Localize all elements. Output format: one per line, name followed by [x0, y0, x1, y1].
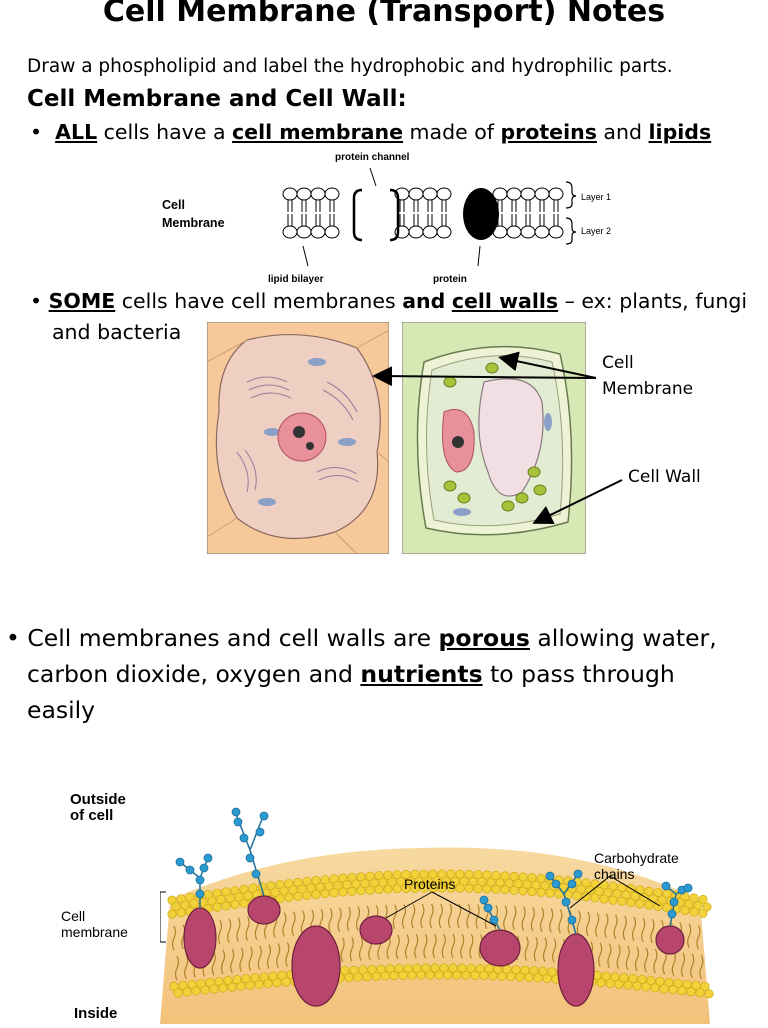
section-heading: Cell Membrane and Cell Wall:: [27, 86, 407, 112]
bullet-dot: •: [30, 289, 43, 313]
animal-cell-illustration: [206, 321, 390, 555]
bullet-2-continued: and bacteria: [52, 320, 182, 344]
bullet-2: • SOME cells have cell membranes and cel…: [30, 289, 747, 313]
channel-pointer: [369, 167, 377, 187]
bullet-text: – ex: plants, fungi: [558, 289, 748, 313]
channel-left-bracket: [352, 188, 363, 242]
bullet-text: allowing water,: [529, 624, 717, 652]
label-protein: protein: [433, 274, 467, 285]
term-porous: porous: [438, 624, 530, 652]
bullet-3-line-3: easily: [27, 696, 96, 724]
cell-label-arrows: [372, 351, 623, 524]
label-inside: Inside: [74, 1005, 118, 1022]
bullet-text: carbon dioxide, oxygen and: [27, 660, 361, 688]
term-and: and: [402, 289, 446, 313]
membrane-3d-illustration: [159, 790, 720, 1024]
bullet-3: • Cell membranes and cell walls are poro…: [6, 620, 717, 656]
term-proteins: proteins: [500, 120, 597, 144]
bullet-text: and: [596, 120, 649, 144]
label-protein-channel: protein channel: [335, 152, 410, 163]
label-layer-1: Layer 1: [581, 192, 612, 202]
bullet-3-line-2: carbon dioxide, oxygen and nutrients to …: [27, 656, 675, 692]
bullet-text: cells have cell membranes: [115, 289, 403, 313]
bullet-text: cells have a: [97, 120, 233, 144]
membrane-schematic: [160, 150, 620, 290]
layer1-brace: [565, 181, 577, 209]
plant-cell-illustration: [401, 321, 587, 555]
bullet-dot: •: [30, 120, 43, 144]
bullet-dot: •: [6, 624, 20, 652]
membrane-schematic-svg: [282, 167, 577, 267]
bullet-text: made of: [403, 120, 501, 144]
layer2-brace: [565, 217, 577, 245]
label-lipid-bilayer: lipid bilayer: [268, 274, 324, 285]
channel-right-bracket: [389, 188, 400, 242]
term-cell-walls: cell walls: [451, 289, 559, 313]
label-layer-2: Layer 2: [581, 226, 612, 236]
protein-pointer: [477, 245, 481, 267]
bilayer-pointer: [302, 245, 309, 267]
bullet-text: Cell membranes and cell walls are: [27, 624, 439, 652]
intro-instruction: Draw a phospholipid and label the hydrop…: [27, 56, 673, 77]
bullet-1: • ALL cells have a cell membrane made of…: [30, 120, 711, 144]
label-cell-wall: Cell Wall: [628, 467, 701, 487]
term-all: ALL: [55, 120, 98, 144]
page-title: Cell Membrane (Transport) Notes: [102, 0, 666, 29]
bullet-text: to pass through: [482, 660, 675, 688]
term-cell-membrane: cell membrane: [232, 120, 404, 144]
term-nutrients: nutrients: [360, 660, 483, 688]
term-lipids: lipids: [648, 120, 712, 144]
protein-shape: [463, 188, 499, 240]
label-proteins-3d: Proteins: [404, 876, 456, 892]
term-some: SOME: [48, 289, 116, 313]
